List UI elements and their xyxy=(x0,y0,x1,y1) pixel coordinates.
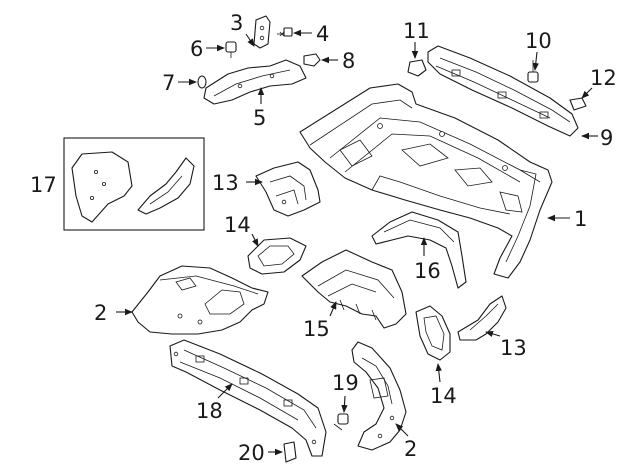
bezel-part-14-upper xyxy=(247,237,307,275)
side-bracket-right-part xyxy=(351,341,407,451)
bumper-cover-part xyxy=(299,83,553,279)
callout-7: 7 xyxy=(162,71,175,95)
callout-2-right: 2 xyxy=(404,437,417,461)
screw-part-10 xyxy=(527,60,539,83)
callout-9: 9 xyxy=(600,126,613,150)
callout-16: 16 xyxy=(414,259,441,283)
bezel-part-14-lower xyxy=(415,305,451,361)
callout-20: 20 xyxy=(238,441,265,465)
clip-part-11 xyxy=(407,59,427,77)
callout-14-lower: 14 xyxy=(430,384,457,408)
screw-part-4 xyxy=(277,27,293,37)
clip-part-8 xyxy=(303,53,321,67)
side-bracket-left-part xyxy=(131,265,269,335)
callout-10: 10 xyxy=(525,29,552,53)
bracket-part-13-lower xyxy=(457,295,507,341)
screw-part-19 xyxy=(333,413,349,431)
bolt-part-6 xyxy=(225,41,237,58)
callout-19: 19 xyxy=(332,371,359,395)
mount-plate-part xyxy=(253,15,271,49)
callout-5: 5 xyxy=(253,106,266,130)
inset-part-17 xyxy=(63,137,205,231)
callout-6: 6 xyxy=(190,37,203,61)
callout-8: 8 xyxy=(342,49,355,73)
clip-part-20 xyxy=(283,441,297,463)
callout-13-lower: 13 xyxy=(500,336,527,360)
bracket-part-13-upper xyxy=(255,161,321,217)
bracket-part-16 xyxy=(371,211,467,289)
upper-bracket-part xyxy=(203,59,307,105)
callout-2-left: 2 xyxy=(94,301,107,325)
callout-11: 11 xyxy=(403,19,430,43)
callout-4: 4 xyxy=(316,22,329,46)
clip-part-12 xyxy=(569,97,587,111)
callout-3: 3 xyxy=(230,11,243,35)
callout-18: 18 xyxy=(196,399,223,423)
upper-rail-part xyxy=(427,45,579,137)
ring-part-7 xyxy=(197,75,207,89)
callout-12: 12 xyxy=(590,66,617,90)
callout-1: 1 xyxy=(574,207,587,231)
callout-15: 15 xyxy=(303,317,330,341)
callout-17: 17 xyxy=(30,173,57,197)
callout-13-upper: 13 xyxy=(212,171,239,195)
callout-14-upper: 14 xyxy=(224,213,251,237)
reinforcement-beam-part xyxy=(169,339,327,457)
